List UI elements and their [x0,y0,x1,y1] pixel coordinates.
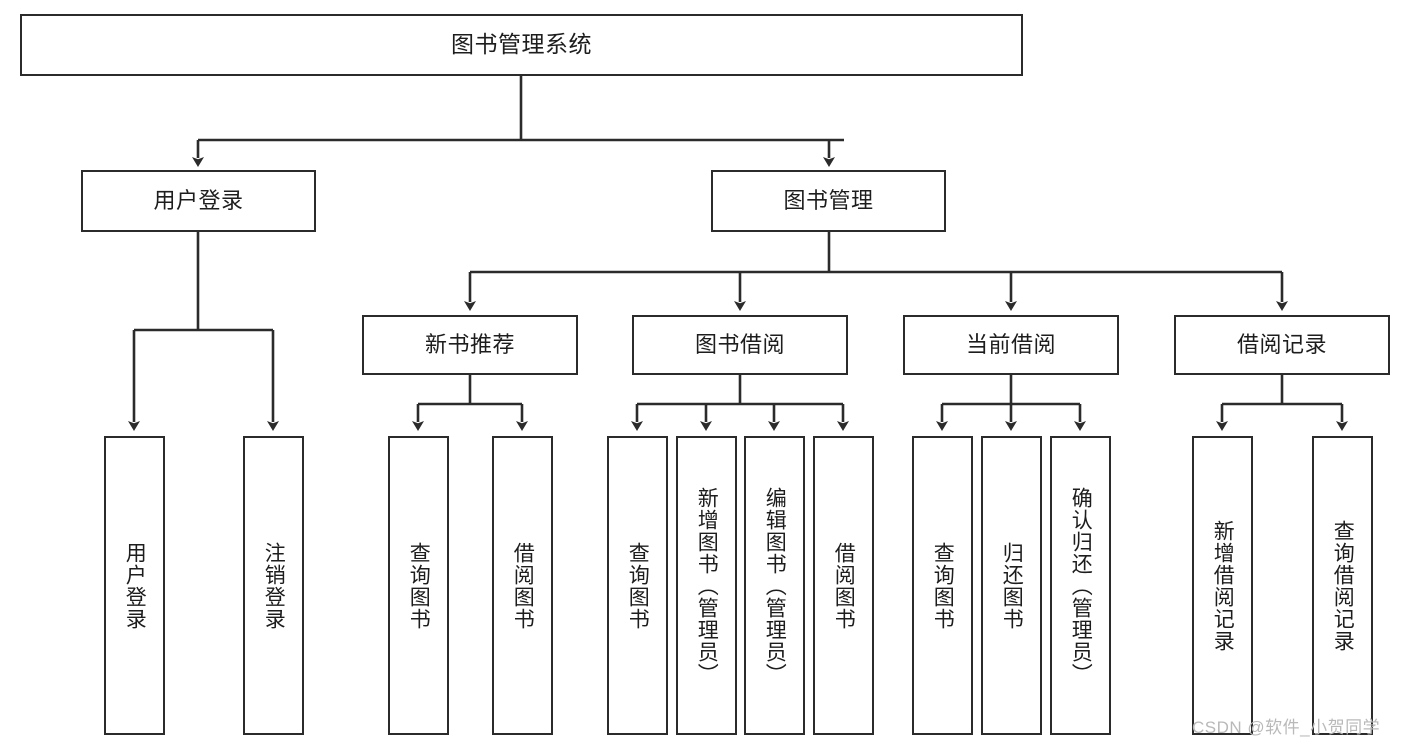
node-label: 编辑图书（管理员） [763,486,787,685]
leaf-recommend-query-book[interactable]: 查询图书 [388,436,449,735]
leaf-current-return-book[interactable]: 归还图书 [981,436,1042,735]
node-borrow-record[interactable]: 借阅记录 [1174,315,1390,375]
leaf-current-confirm-return-admin[interactable]: 确认归还（管理员） [1050,436,1111,735]
node-label: 查询图书 [931,541,955,630]
node-user-login[interactable]: 用户登录 [81,170,316,232]
node-label: 图书管理 [783,187,874,213]
leaf-user-login-logout[interactable]: 注销登录 [243,436,304,735]
node-label: 借阅图书 [832,541,856,630]
node-new-book-recommend[interactable]: 新书推荐 [362,315,578,375]
node-book-management[interactable]: 图书管理 [711,170,946,232]
node-book-borrow[interactable]: 图书借阅 [632,315,848,375]
node-label: 用户登录 [153,187,244,213]
node-label: 新书推荐 [424,331,515,357]
node-label: 确认归还（管理员） [1069,486,1093,685]
node-label: 查询借阅记录 [1331,519,1355,652]
node-label: 注销登录 [262,541,286,630]
leaf-recommend-borrow-book[interactable]: 借阅图书 [492,436,553,735]
node-label: 图书借阅 [694,331,785,357]
node-label: 归还图书 [1000,541,1024,630]
leaf-borrow-borrow-book[interactable]: 借阅图书 [813,436,874,735]
node-label: 借阅记录 [1236,331,1327,357]
node-label: 当前借阅 [965,331,1056,357]
leaf-current-query-book[interactable]: 查询图书 [912,436,973,735]
node-label: 用户登录 [123,541,147,630]
leaf-borrow-edit-book-admin[interactable]: 编辑图书（管理员） [744,436,805,735]
leaf-user-login-login[interactable]: 用户登录 [104,436,165,735]
leaf-borrow-add-book-admin[interactable]: 新增图书（管理员） [676,436,737,735]
node-label: 查询图书 [626,541,650,630]
csdn-watermark: CSDN @软件_小贺同学 [1192,718,1381,737]
leaf-record-query-record[interactable]: 查询借阅记录 [1312,436,1373,735]
node-label: 新增借阅记录 [1211,519,1235,652]
node-label: 借阅图书 [511,541,535,630]
leaf-borrow-query-book[interactable]: 查询图书 [607,436,668,735]
node-root-system[interactable]: 图书管理系统 [20,14,1023,76]
node-label: 新增图书（管理员） [695,486,719,685]
node-label: 图书管理系统 [451,31,592,58]
leaf-record-add-record[interactable]: 新增借阅记录 [1192,436,1253,735]
node-label: 查询图书 [407,541,431,630]
node-current-borrow[interactable]: 当前借阅 [903,315,1119,375]
